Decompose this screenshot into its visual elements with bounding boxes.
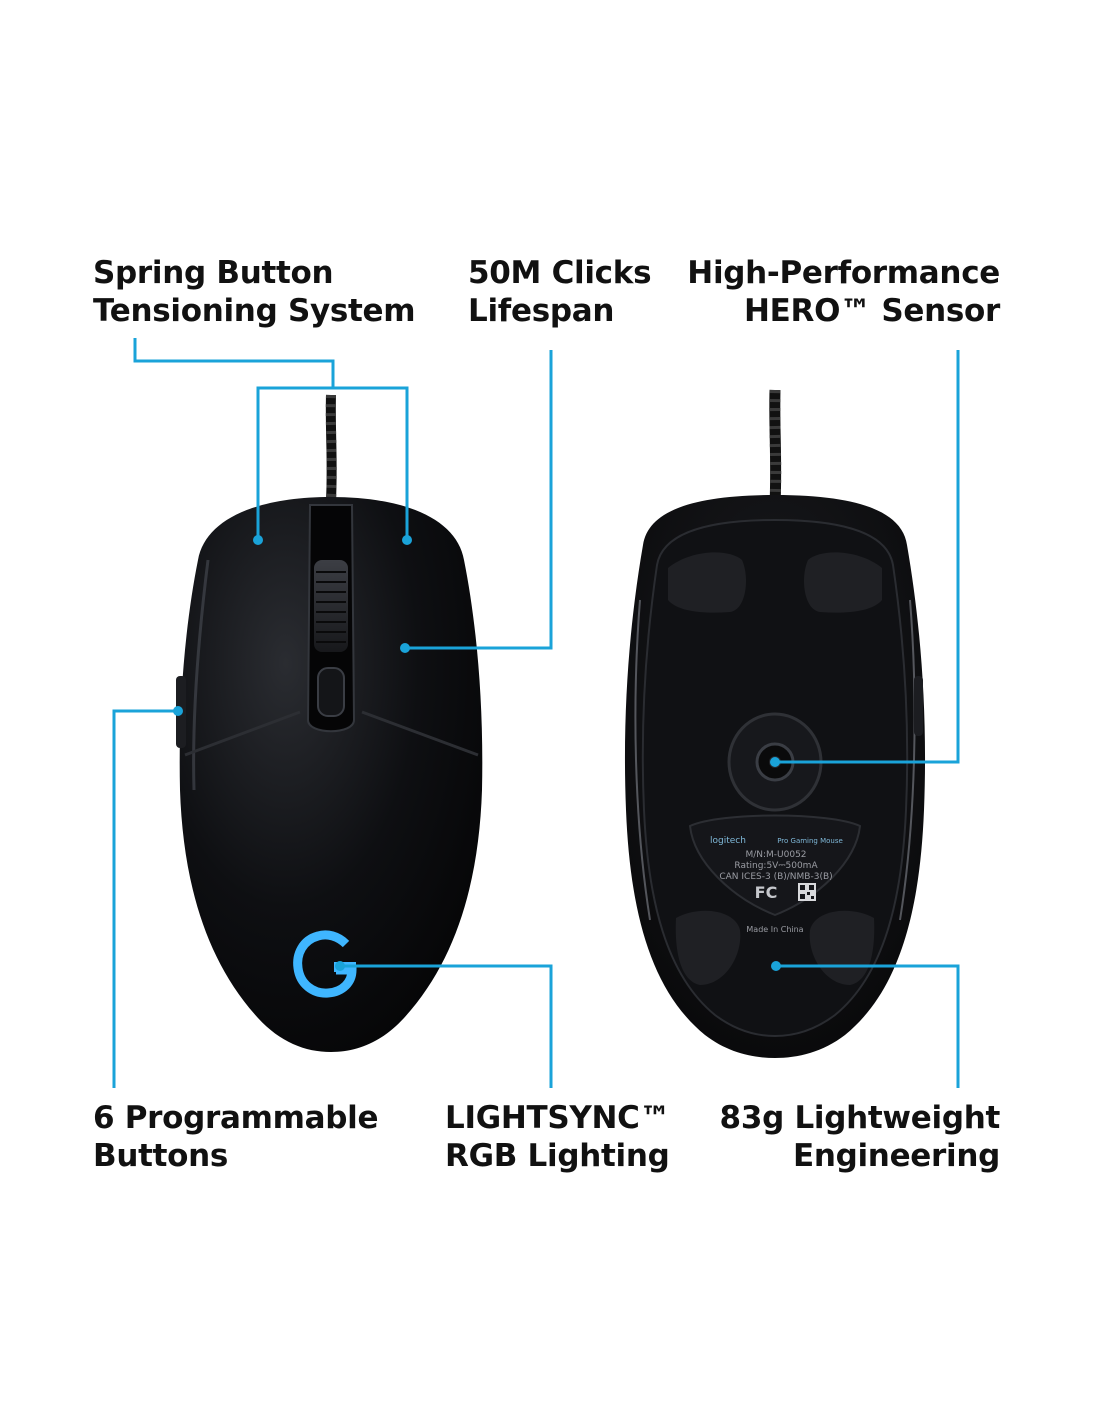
fcc-mark-icon: FC — [755, 883, 778, 902]
callout-dots — [173, 535, 781, 971]
callout-lightsync — [340, 964, 553, 1088]
feature-weight-line2: Engineering — [792, 1138, 1000, 1174]
feature-spring-line1: Spring Button — [93, 255, 334, 291]
feature-sensor-line1: High-Performance — [687, 255, 1000, 291]
feature-lightsync-line1: LIGHTSYNC™ — [445, 1100, 671, 1136]
callout-buttons — [112, 709, 178, 1088]
feature-clicks-line1: 50M Clicks — [468, 255, 652, 291]
feature-sensor-line2: HERO™ Sensor — [744, 293, 1000, 329]
feature-buttons-line1: 6 Programmable — [93, 1100, 379, 1136]
plate-model: M/N:M-U0052 — [745, 850, 806, 860]
feature-weight-line1: 83g Lightweight — [719, 1100, 1001, 1136]
plate-rating: Rating:5V⎓500mA — [734, 861, 818, 871]
feature-hero-sensor: High-Performance HERO™ Sensor — [687, 254, 1000, 330]
callout-lines — [112, 338, 960, 1088]
plate-product: Pro Gaming Mouse — [777, 837, 843, 845]
plate-compliance: CAN ICES-3 (B)/NMB-3(B) — [719, 872, 832, 882]
feature-50m-clicks: 50M Clicks Lifespan — [468, 254, 652, 330]
callout-sensor — [775, 350, 960, 764]
mouse-top-view — [176, 394, 483, 1052]
plate-origin: Made In China — [746, 925, 803, 934]
mouse-bottom-view: logitech Pro Gaming Mouse M/N:M-U0052 Ra… — [624, 389, 926, 1058]
feature-spring-button: Spring Button Tensioning System — [93, 254, 416, 330]
callout-weight — [776, 964, 960, 1088]
callout-spring-bracket — [256, 386, 409, 540]
callout-spring-stem — [133, 338, 335, 388]
qr-code-icon — [798, 883, 816, 901]
feature-buttons-line2: Buttons — [93, 1138, 229, 1174]
feature-lightsync: LIGHTSYNC™ RGB Lighting — [445, 1099, 671, 1175]
callout-clicks — [405, 350, 553, 650]
feature-spring-line2: Tensioning System — [93, 293, 416, 329]
feature-lightweight: 83g Lightweight Engineering — [719, 1099, 1001, 1175]
feature-programmable-buttons: 6 Programmable Buttons — [93, 1099, 379, 1175]
feature-clicks-line2: Lifespan — [468, 293, 615, 329]
plate-brand: logitech — [710, 836, 746, 846]
feature-lightsync-line2: RGB Lighting — [445, 1138, 670, 1174]
